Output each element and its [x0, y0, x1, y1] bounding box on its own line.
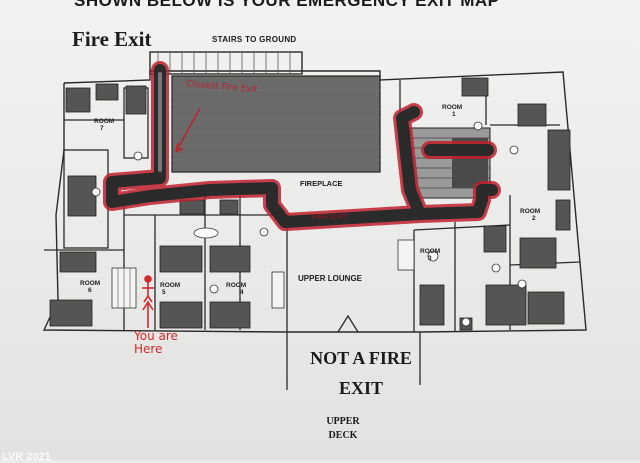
you-are-here-marker: [142, 275, 154, 328]
fire-exit-label: FIRE EXIT: [312, 212, 348, 221]
note-arrow: [175, 107, 201, 153]
watermark: LVR 2021: [2, 451, 51, 463]
stairs-label: STAIRS TO GROUND: [212, 35, 297, 44]
upper-lounge-label: UPPER LOUNGE: [298, 274, 363, 283]
upper-deck-label: UPPER DECK: [326, 416, 360, 441]
building-outline: [42, 70, 587, 333]
you-are-here-note: You are Here: [134, 329, 178, 356]
roof-area: [171, 75, 381, 173]
not-fire-exit-label: NOT A FIRE EXIT: [310, 348, 412, 398]
stairs-to-ground: [149, 51, 303, 75]
page-title: SHOWN BELOW IS YOUR EMERGENCY EXIT MAP: [74, 0, 500, 10]
fireplace-label: FIREPLACE: [300, 179, 343, 188]
page-subtitle: Fire Exit: [72, 27, 152, 51]
